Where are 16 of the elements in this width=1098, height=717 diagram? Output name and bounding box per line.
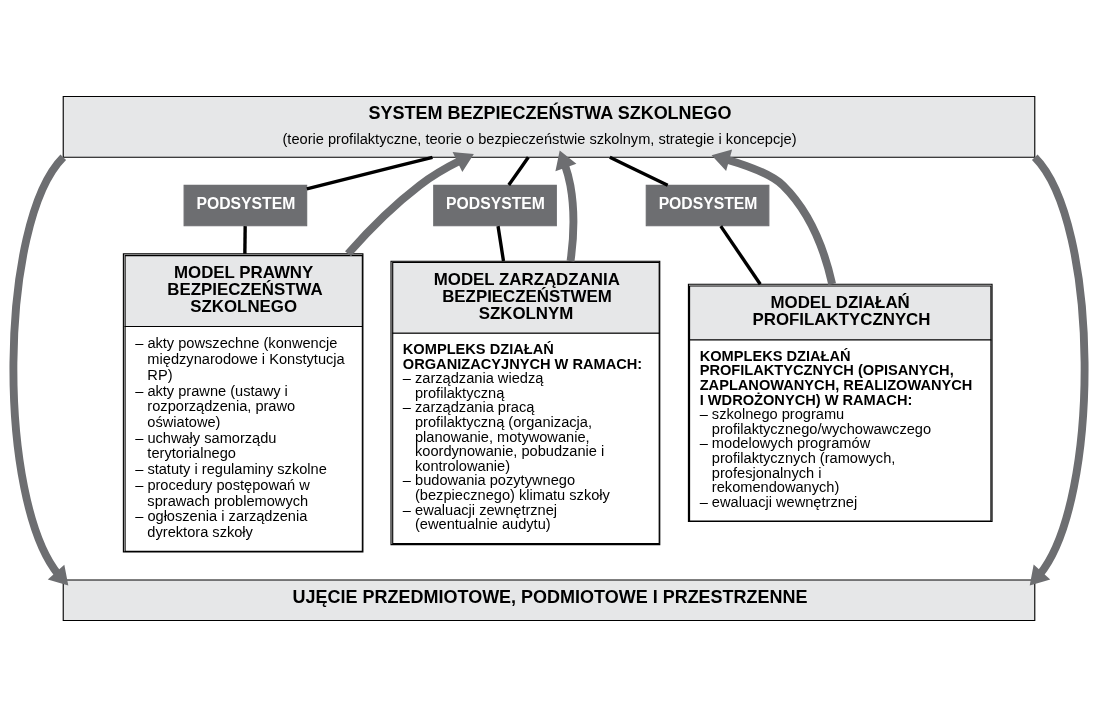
- node-box: PODSYSTEM: [183, 184, 308, 227]
- node-box: PODSYSTEM: [645, 184, 770, 227]
- node-box: UJĘCIE PRZEDMIOTOWE, PODMIOTOWE I PRZESTRZENNE: [62, 579, 1036, 622]
- arrow: [345, 151, 474, 257]
- arrow: [711, 149, 836, 286]
- connector: [507, 156, 530, 186]
- connector: [719, 225, 762, 286]
- node-box: SYSTEM BEZPIECZEŃSTWA SZKOLNEGO (teorie profilaktyczne, teorie o bezpieczeństwie szkolnym, strategie i koncepcje): [62, 95, 1036, 158]
- connector: [306, 155, 433, 191]
- connector: [496, 225, 506, 262]
- arrow: [1029, 154, 1089, 586]
- node-box: PODSYSTEM: [433, 184, 557, 227]
- connector: [609, 155, 669, 187]
- arrow: [9, 154, 69, 586]
- arrow: [555, 150, 578, 262]
- connector: [243, 226, 247, 254]
